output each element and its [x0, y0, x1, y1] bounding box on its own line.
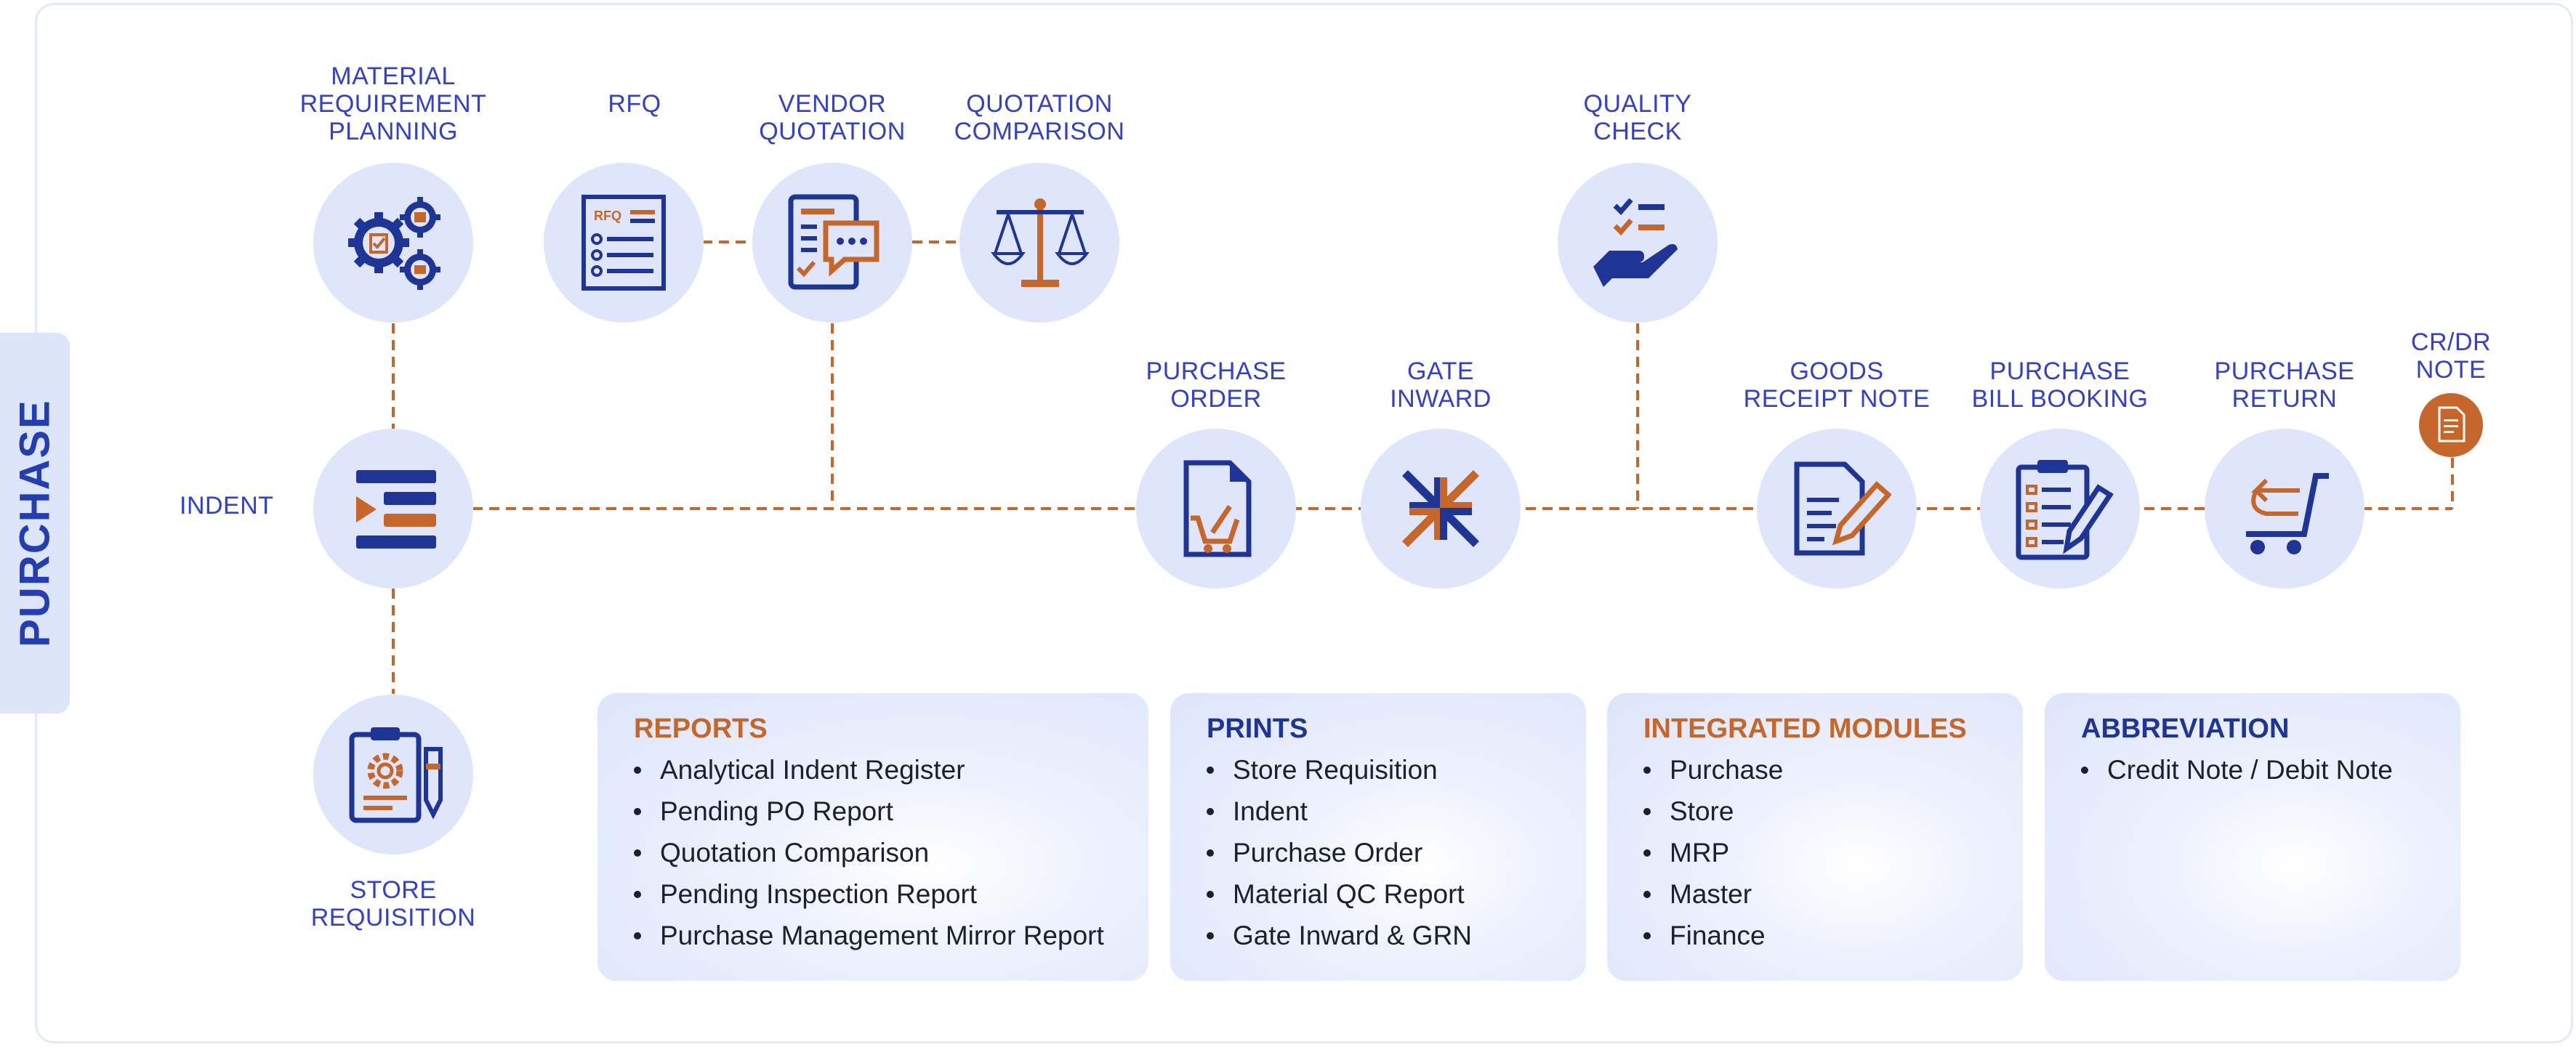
integrated-modules-list: Purchase Store MRP Master Finance [1643, 749, 2023, 956]
label-purchase-bill-booking: PURCHASE BILL BOOKING [1971, 357, 2149, 413]
indent-list-icon [356, 470, 436, 549]
abbreviation-item: Credit Note / Debit Note [2081, 749, 2460, 791]
label-quality-check: QUALITY CHECK [1583, 90, 1692, 145]
rfq-document-icon: RFQ [581, 195, 666, 291]
quality-check-node [1558, 163, 1718, 323]
section-tab: PURCHASE [0, 333, 70, 714]
rfq-icon-text: RFQ [594, 209, 621, 223]
return-cart-icon [2246, 473, 2329, 554]
gate-inward-node [1361, 429, 1521, 589]
indent-node [313, 429, 473, 589]
reports-item: Quotation Comparison [634, 832, 1148, 873]
label-store-requisition: STORE REQUISITION [310, 876, 476, 931]
label-quotation-comparison: QUOTATION COMPARISON [954, 90, 1125, 145]
quality-check-hand-icon [1593, 198, 1678, 287]
quotation-chat-icon [788, 194, 880, 290]
prints-item: Indent [1207, 791, 1586, 832]
purchase-return-node [2205, 429, 2364, 589]
label-purchase-return: PURCHASE RETURN [2214, 357, 2355, 413]
reports-item: Analytical Indent Register [634, 749, 1148, 791]
prints-box: PRINTS Store Requisition Indent Purchase… [1170, 693, 1586, 981]
label-rfq: RFQ [608, 90, 661, 118]
label-gate-inward: GATE INWARD [1390, 357, 1492, 413]
label-vendor-quotation: VENDOR QUOTATION [759, 90, 906, 145]
balance-scale-icon [991, 198, 1090, 287]
integrated-modules-title: INTEGRATED MODULES [1643, 714, 1967, 744]
mrp-node [313, 163, 473, 323]
quotation-comparison-node [959, 163, 1119, 323]
purchase-bill-booking-node [1980, 429, 2140, 589]
purchase-order-node [1136, 429, 1296, 589]
note-document-icon [2438, 406, 2466, 442]
integrated-modules-item: Finance [1643, 915, 2023, 956]
label-material-requirement-planning: MATERIAL REQUIREMENT PLANNING [299, 62, 487, 145]
label-goods-receipt-note: GOODS RECEIPT NOTE [1743, 357, 1931, 413]
vendor-quotation-node [752, 163, 912, 323]
abbreviation-box: ABBREVIATION Credit Note / Debit Note [2045, 693, 2460, 981]
integrated-modules-box: INTEGRATED MODULES Purchase Store MRP Ma… [1607, 693, 2023, 981]
integrated-modules-item: Master [1643, 873, 2023, 915]
abbreviation-list: Credit Note / Debit Note [2081, 749, 2460, 791]
inward-arrows-icon [1402, 470, 1479, 547]
prints-title: PRINTS [1207, 714, 1308, 744]
abbreviation-title: ABBREVIATION [2081, 714, 2290, 744]
purchase-order-cart-icon [1183, 460, 1252, 557]
prints-item: Store Requisition [1207, 749, 1586, 791]
prints-item: Material QC Report [1207, 873, 1586, 915]
label-indent: INDENT [180, 492, 274, 520]
integrated-modules-item: Store [1643, 791, 2023, 832]
clipboard-pen-icon [2016, 460, 2114, 560]
clipboard-gear-icon [349, 727, 443, 823]
prints-item: Gate Inward & GRN [1207, 915, 1586, 956]
receipt-pen-icon [1794, 461, 1891, 556]
reports-item: Purchase Management Mirror Report [634, 915, 1148, 956]
reports-box: REPORTS Analytical Indent Register Pendi… [597, 693, 1148, 981]
integrated-modules-item: Purchase [1643, 749, 2023, 791]
cr-dr-note-node [2419, 393, 2483, 457]
reports-item: Pending Inspection Report [634, 873, 1148, 915]
reports-title: REPORTS [634, 714, 768, 744]
goods-receipt-node [1757, 429, 1917, 589]
gears-icon [348, 197, 440, 290]
reports-item: Pending PO Report [634, 791, 1148, 832]
rfq-node: RFQ [544, 163, 704, 323]
integrated-modules-item: MRP [1643, 832, 2023, 873]
prints-list: Store Requisition Indent Purchase Order … [1207, 749, 1586, 956]
reports-list: Analytical Indent Register Pending PO Re… [634, 749, 1148, 956]
store-requisition-node [313, 695, 473, 854]
label-purchase-order: PURCHASE ORDER [1146, 357, 1287, 413]
label-cr-dr-note: CR/DR NOTE [2410, 328, 2492, 384]
prints-item: Purchase Order [1207, 832, 1586, 873]
